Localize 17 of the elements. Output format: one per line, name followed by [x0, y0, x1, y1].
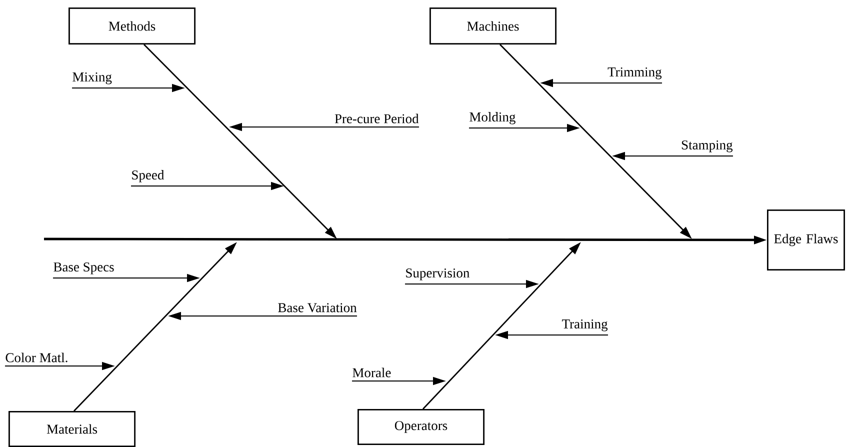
cause-label: Speed: [132, 170, 164, 182]
effect-box: Edge Flaws: [767, 210, 845, 270]
cause-label: Morale: [352, 368, 391, 378]
category-box: Materials: [8, 411, 136, 447]
cause-label: Training: [562, 319, 608, 332]
category-box: Operators: [358, 409, 484, 445]
cause-label: Stamping: [682, 140, 733, 152]
cause-label: Mixing: [72, 72, 112, 84]
cause-label: Color Matl.: [6, 352, 68, 362]
cause-label: Supervision: [406, 268, 470, 280]
cause-label: Pre-cure Period: [334, 114, 419, 124]
cause-label: Molding: [470, 112, 516, 124]
cause-label: Base Specs: [54, 262, 114, 274]
cause-label: Base Variation: [278, 303, 357, 312]
cause-label: Trimming: [608, 67, 662, 80]
category-box: Machines: [430, 8, 556, 44]
category-box: Methods: [68, 8, 196, 44]
